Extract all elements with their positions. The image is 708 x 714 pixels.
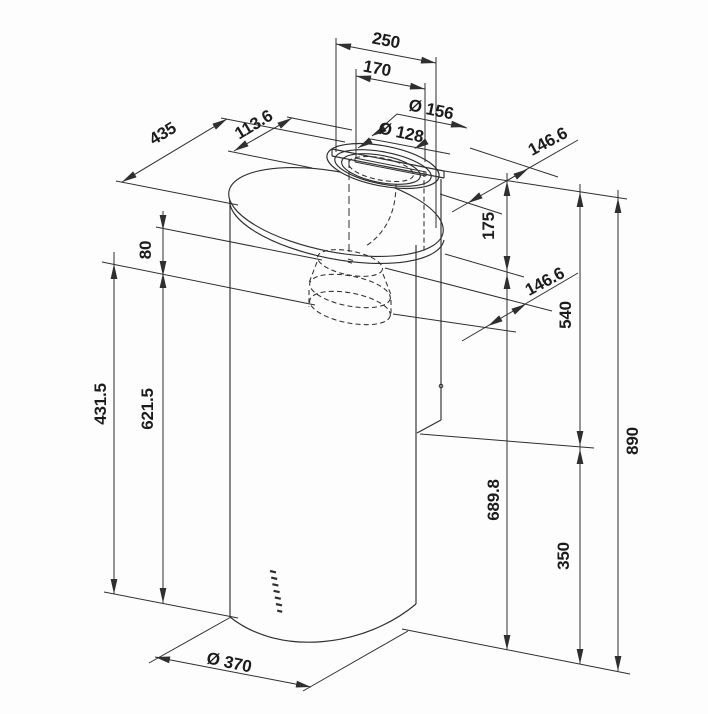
dim-label-duct-drop: 175 [479,212,498,240]
dim-label-adapter-step: 80 [136,240,155,260]
dim-label-body-height: 689.8 [484,479,503,521]
adapter-mark [347,258,354,264]
dim-label-mid-height: 621.5 [138,388,157,430]
mounting-bracket [331,148,445,179]
control-buttons [269,569,283,613]
wall-strip [416,179,444,434]
dim-label-upper-height: 431.5 [91,383,110,425]
dim-label-chimney-height: 540 [556,301,575,329]
hidden-duct-adapter [308,160,425,326]
top-plate [228,166,445,265]
cylinder-body [229,200,417,643]
dim-label-total-height: 890 [623,427,642,455]
dim-label-bottom-clearance: 350 [554,542,573,570]
